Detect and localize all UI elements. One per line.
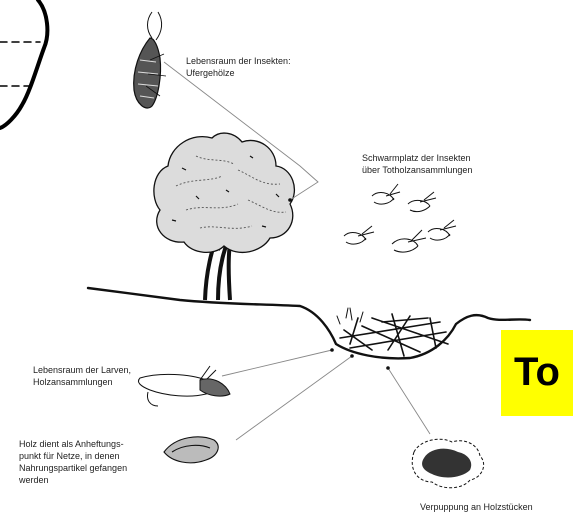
label-habitat-insects: Lebensraum der Insekten: Ufergehölze — [186, 55, 291, 79]
riparian-tree — [154, 133, 295, 300]
label-pupation: Verpuppung an Holzstücken — [420, 501, 533, 513]
ground-profile — [88, 288, 530, 358]
thought-bubble-fragment — [0, 0, 47, 128]
label-wood-nets: Holz dient als Anheftungs- punkt für Net… — [19, 438, 127, 486]
swarming-insects-icon — [344, 184, 456, 252]
highlight-badge: To — [501, 330, 573, 416]
label-habitat-larvae: Lebensraum der Larven, Holzansammlungen — [33, 364, 131, 388]
label-swarming: Schwarmplatz der Insekten über Totholzan… — [362, 152, 472, 176]
adult-insect-icon — [134, 12, 166, 108]
net-structure-icon — [164, 437, 218, 463]
badge-text: To — [514, 349, 560, 395]
pupation-cluster-icon — [412, 439, 483, 488]
larva-icon — [138, 366, 230, 406]
